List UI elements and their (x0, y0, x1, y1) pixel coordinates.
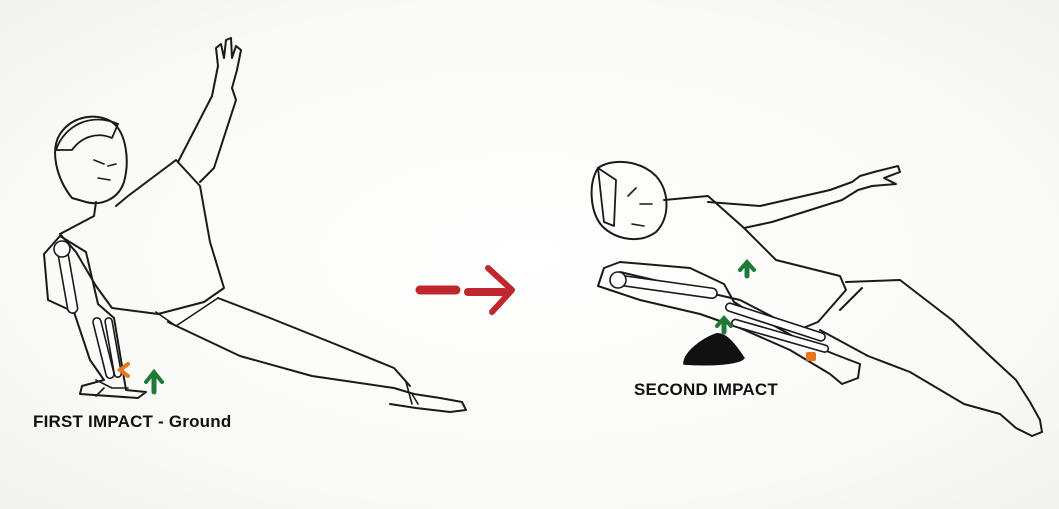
hair-second (598, 168, 616, 226)
humerus-bone-second (617, 275, 717, 299)
legs-first (168, 298, 466, 412)
figure-first-impact (44, 38, 466, 412)
first-impact-label: FIRST IMPACT - Ground (33, 412, 231, 432)
obstacle-rock (684, 334, 744, 365)
green-up-arrow-icon (740, 262, 754, 276)
raised-arm (178, 38, 241, 182)
green-up-arrow-icon (146, 372, 162, 392)
hair-first (56, 120, 118, 150)
second-impact-label: SECOND IMPACT (634, 380, 778, 400)
red-dashed-right-arrow-icon (420, 268, 512, 312)
torso-first (60, 160, 224, 314)
head-second (592, 162, 667, 239)
impact-mark-forearm (806, 352, 816, 361)
outstretched-arm (708, 166, 900, 228)
legs-second (820, 280, 1042, 436)
